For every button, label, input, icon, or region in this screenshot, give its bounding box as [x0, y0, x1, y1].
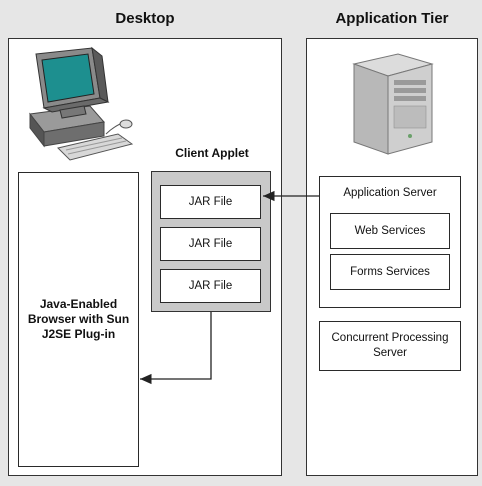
jar-file-1: JAR File — [160, 185, 261, 219]
browser-box: Java-Enabled Browser with Sun J2SE Plug-… — [18, 172, 139, 467]
jar-file-3: JAR File — [160, 269, 261, 303]
browser-label: Java-Enabled Browser with Sun J2SE Plug-… — [27, 297, 130, 341]
server-tower-icon — [352, 53, 434, 155]
forms-services-box: Forms Services — [330, 254, 450, 290]
concurrent-processing-server-label: Concurrent Processing Server — [331, 332, 449, 359]
arrow-applet-to-browser — [140, 312, 212, 385]
web-services-box: Web Services — [330, 213, 450, 249]
application-server-label: Application Server — [343, 187, 437, 199]
concurrent-processing-server-box: Concurrent Processing Server — [319, 321, 461, 371]
client-applet-label: Client Applet — [175, 146, 249, 160]
desktop-title: Desktop — [115, 10, 175, 27]
jar-file-2: JAR File — [160, 227, 261, 261]
application-tier-title: Application Tier — [335, 10, 449, 27]
desktop-computer-icon — [29, 46, 134, 161]
